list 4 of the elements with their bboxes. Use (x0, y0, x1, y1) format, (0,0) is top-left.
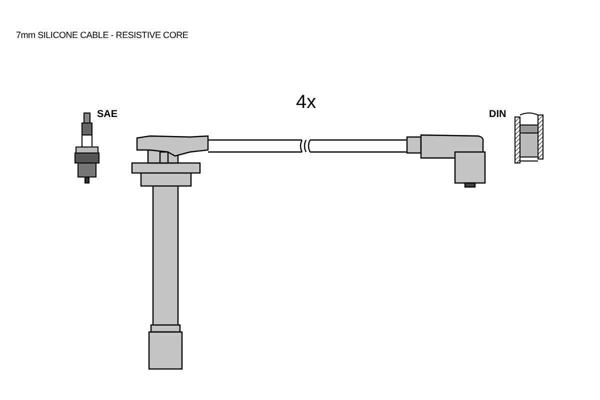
caption-text: 7mm SILICONE CABLE - RESISTIVE CORE (16, 31, 188, 40)
quantity-label: 4x (296, 93, 316, 112)
standard-label: SAE (97, 110, 118, 120)
standard-label: DIN (489, 110, 506, 120)
